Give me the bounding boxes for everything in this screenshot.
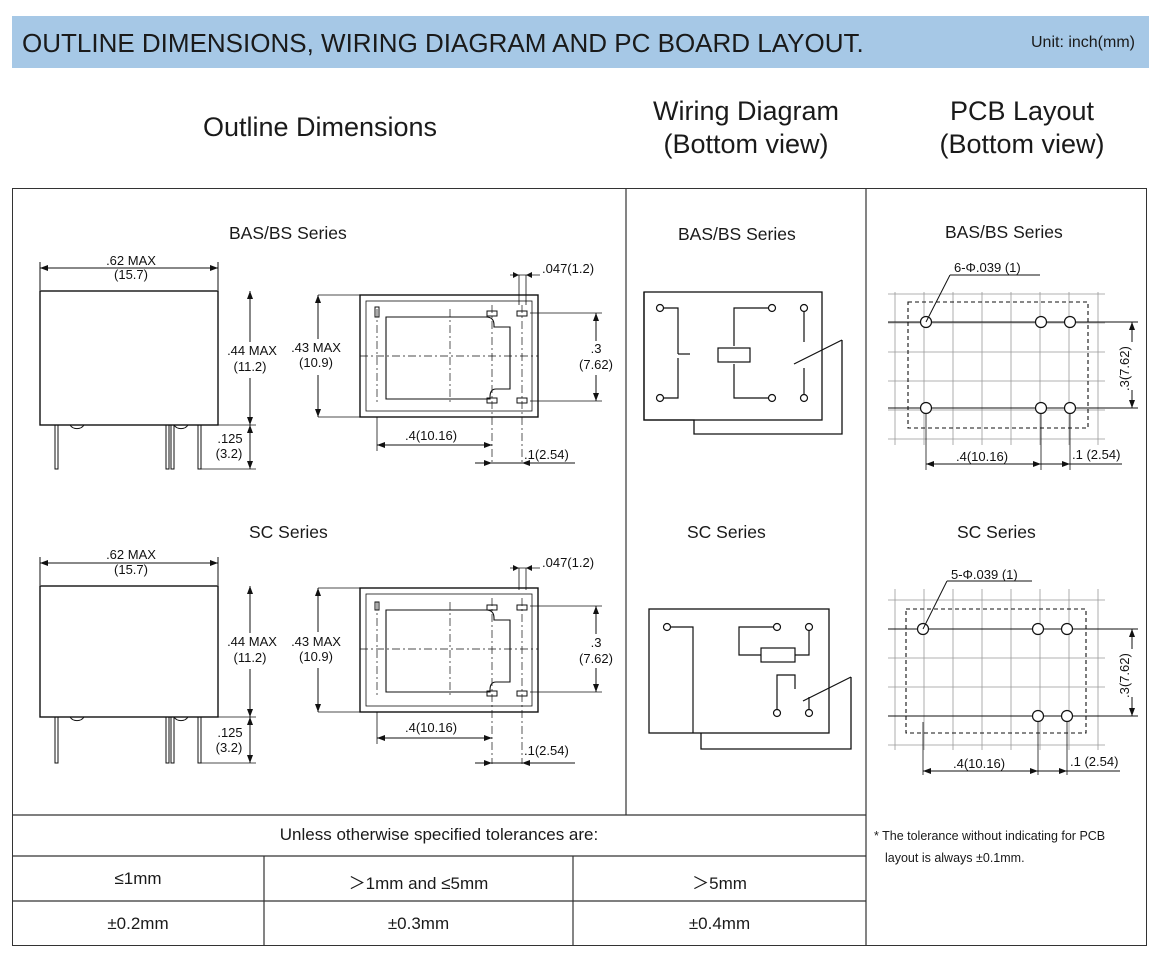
tolerance-value-1: ±0.2mm — [107, 914, 169, 933]
sc-pcb-layout: 5-Φ.039 (1) .3(7.62) .4(10.16) .1 (2.54) — [888, 567, 1138, 775]
header-banner: OUTLINE DIMENSIONS, WIRING DIAGRAM AND P… — [12, 16, 1149, 68]
sc-dim-width-max-mm: (15.7) — [114, 562, 148, 577]
dim-row-spacing: .3 — [591, 341, 602, 356]
dim-row-spacing-mm: (7.62) — [579, 357, 613, 372]
sc-top-view: .047(1.2) .43 MAX (10.9) .3 (7.62) .4(10… — [288, 555, 616, 766]
dim-height-max-mm: (11.2) — [234, 359, 267, 374]
bas-side-view: .62 MAX (15.7) .44 MAX (11.2) .125 (3.2) — [39, 253, 280, 470]
pcb-row-spacing-sc: .3(7.62) — [1117, 653, 1132, 698]
bas-wiring-diagram — [643, 291, 843, 435]
pcb-heading-line2: (Bottom view) — [939, 129, 1105, 159]
pcb-hole-count-sc: 5-Φ.039 (1) — [951, 567, 1018, 582]
dim-pitch-4: .4(10.16) — [405, 428, 457, 443]
wiring-heading: Wiring Diagram (Bottom view) — [626, 95, 866, 161]
pcb-tolerance-note-line1: * The tolerance without indicating for P… — [874, 829, 1106, 843]
dim-width-max-mm: (15.7) — [114, 267, 148, 282]
bas-top-view: .047(1.2) .43 MAX (10.9) .3 (7.62) .4(10… — [288, 261, 616, 466]
dim-depth-max-mm: (10.9) — [299, 355, 333, 370]
sc-relay-body-top — [359, 587, 539, 713]
unit-label: Unit: inch(mm) — [1030, 34, 1135, 51]
dim-width-max: .62 MAX — [106, 253, 156, 268]
sc-dim-pitch-4: .4(10.16) — [405, 720, 457, 735]
outline-heading-text: Outline Dimensions — [202, 112, 438, 142]
pcb-heading: PCB Layout (Bottom view) — [886, 95, 1158, 161]
dim-pin-width: .047(1.2) — [542, 261, 594, 276]
sc-dim-depth-max-mm: (10.9) — [299, 649, 333, 664]
sc-dim-row-spacing-mm: (7.62) — [579, 651, 613, 666]
sc-wiring-diagram — [648, 608, 852, 750]
series-label-outline-bas: BAS/BS Series — [229, 223, 347, 243]
tolerance-range-3: ＞5mm — [692, 874, 747, 893]
sc-dim-pin-length-mm: (3.2) — [216, 740, 243, 755]
pcb-pitch-1-bas: .1 (2.54) — [1072, 447, 1120, 462]
series-label-wiring-bas: BAS/BS Series — [678, 224, 796, 244]
bas-pcb-layout: 6-Φ.039 (1) .3(7.62) .4(10.16) .1 (2.54) — [888, 260, 1138, 470]
wiring-heading-line2: (Bottom view) — [663, 129, 829, 159]
sc-dim-height-max-mm: (11.2) — [234, 650, 267, 665]
sc-dim-row-spacing: .3 — [591, 635, 602, 650]
dim-pin-length: .125 — [217, 431, 242, 446]
sc-relay-body-side — [39, 585, 219, 718]
pcb-pitch-4-sc: .4(10.16) — [953, 756, 1005, 771]
dim-pitch-1: .1(2.54) — [524, 447, 569, 462]
tolerance-range-1: ≤1mm — [114, 869, 162, 888]
tolerance-range-2: ＞1mm and ≤5mm — [348, 874, 489, 893]
dim-pin-length-mm: (3.2) — [216, 446, 243, 461]
sc-dim-width-max: .62 MAX — [106, 547, 156, 562]
outline-heading: Outline Dimensions — [140, 111, 500, 144]
pcb-tolerance-note: * The tolerance without indicating for P… — [874, 825, 1144, 869]
sc-dim-pitch-1: .1(2.54) — [524, 743, 569, 758]
pcb-heading-line1: PCB Layout — [949, 96, 1095, 126]
pcb-row-spacing-bas: .3(7.62) — [1117, 346, 1132, 391]
page-title: OUTLINE DIMENSIONS, WIRING DIAGRAM AND P… — [22, 28, 864, 58]
series-label-wiring-sc: SC Series — [687, 522, 766, 542]
pcb-pitch-1-sc: .1 (2.54) — [1070, 754, 1118, 769]
pcb-pitch-4-bas: .4(10.16) — [956, 449, 1008, 464]
pcb-tolerance-note-line2: layout is always ±0.1mm. — [885, 851, 1025, 865]
tolerance-heading: Unless otherwise specified tolerances ar… — [279, 825, 599, 844]
tolerance-value-3: ±0.4mm — [688, 914, 751, 933]
dim-height-max: .44 MAX — [227, 343, 277, 358]
series-label-pcb-bas: BAS/BS Series — [945, 222, 1063, 242]
dim-depth-max: .43 MAX — [291, 340, 341, 355]
relay-body-side — [39, 290, 219, 426]
series-label-outline-sc: SC Series — [249, 522, 328, 542]
sc-dim-height-max: .44 MAX — [227, 634, 277, 649]
sc-dim-pin-width: .047(1.2) — [542, 555, 594, 570]
wiring-heading-line1: Wiring Diagram — [652, 96, 840, 126]
sc-dim-pin-length: .125 — [217, 725, 242, 740]
sc-side-view: .62 MAX (15.7) .44 MAX (11.2) .125 (3.2) — [39, 547, 280, 764]
series-label-pcb-sc: SC Series — [957, 522, 1036, 542]
sc-dim-depth-max: .43 MAX — [291, 634, 341, 649]
pcb-hole-count-bas: 6-Φ.039 (1) — [954, 260, 1021, 275]
tolerance-value-2: ±0.3mm — [387, 914, 450, 933]
drawing-frame — [12, 188, 1147, 946]
